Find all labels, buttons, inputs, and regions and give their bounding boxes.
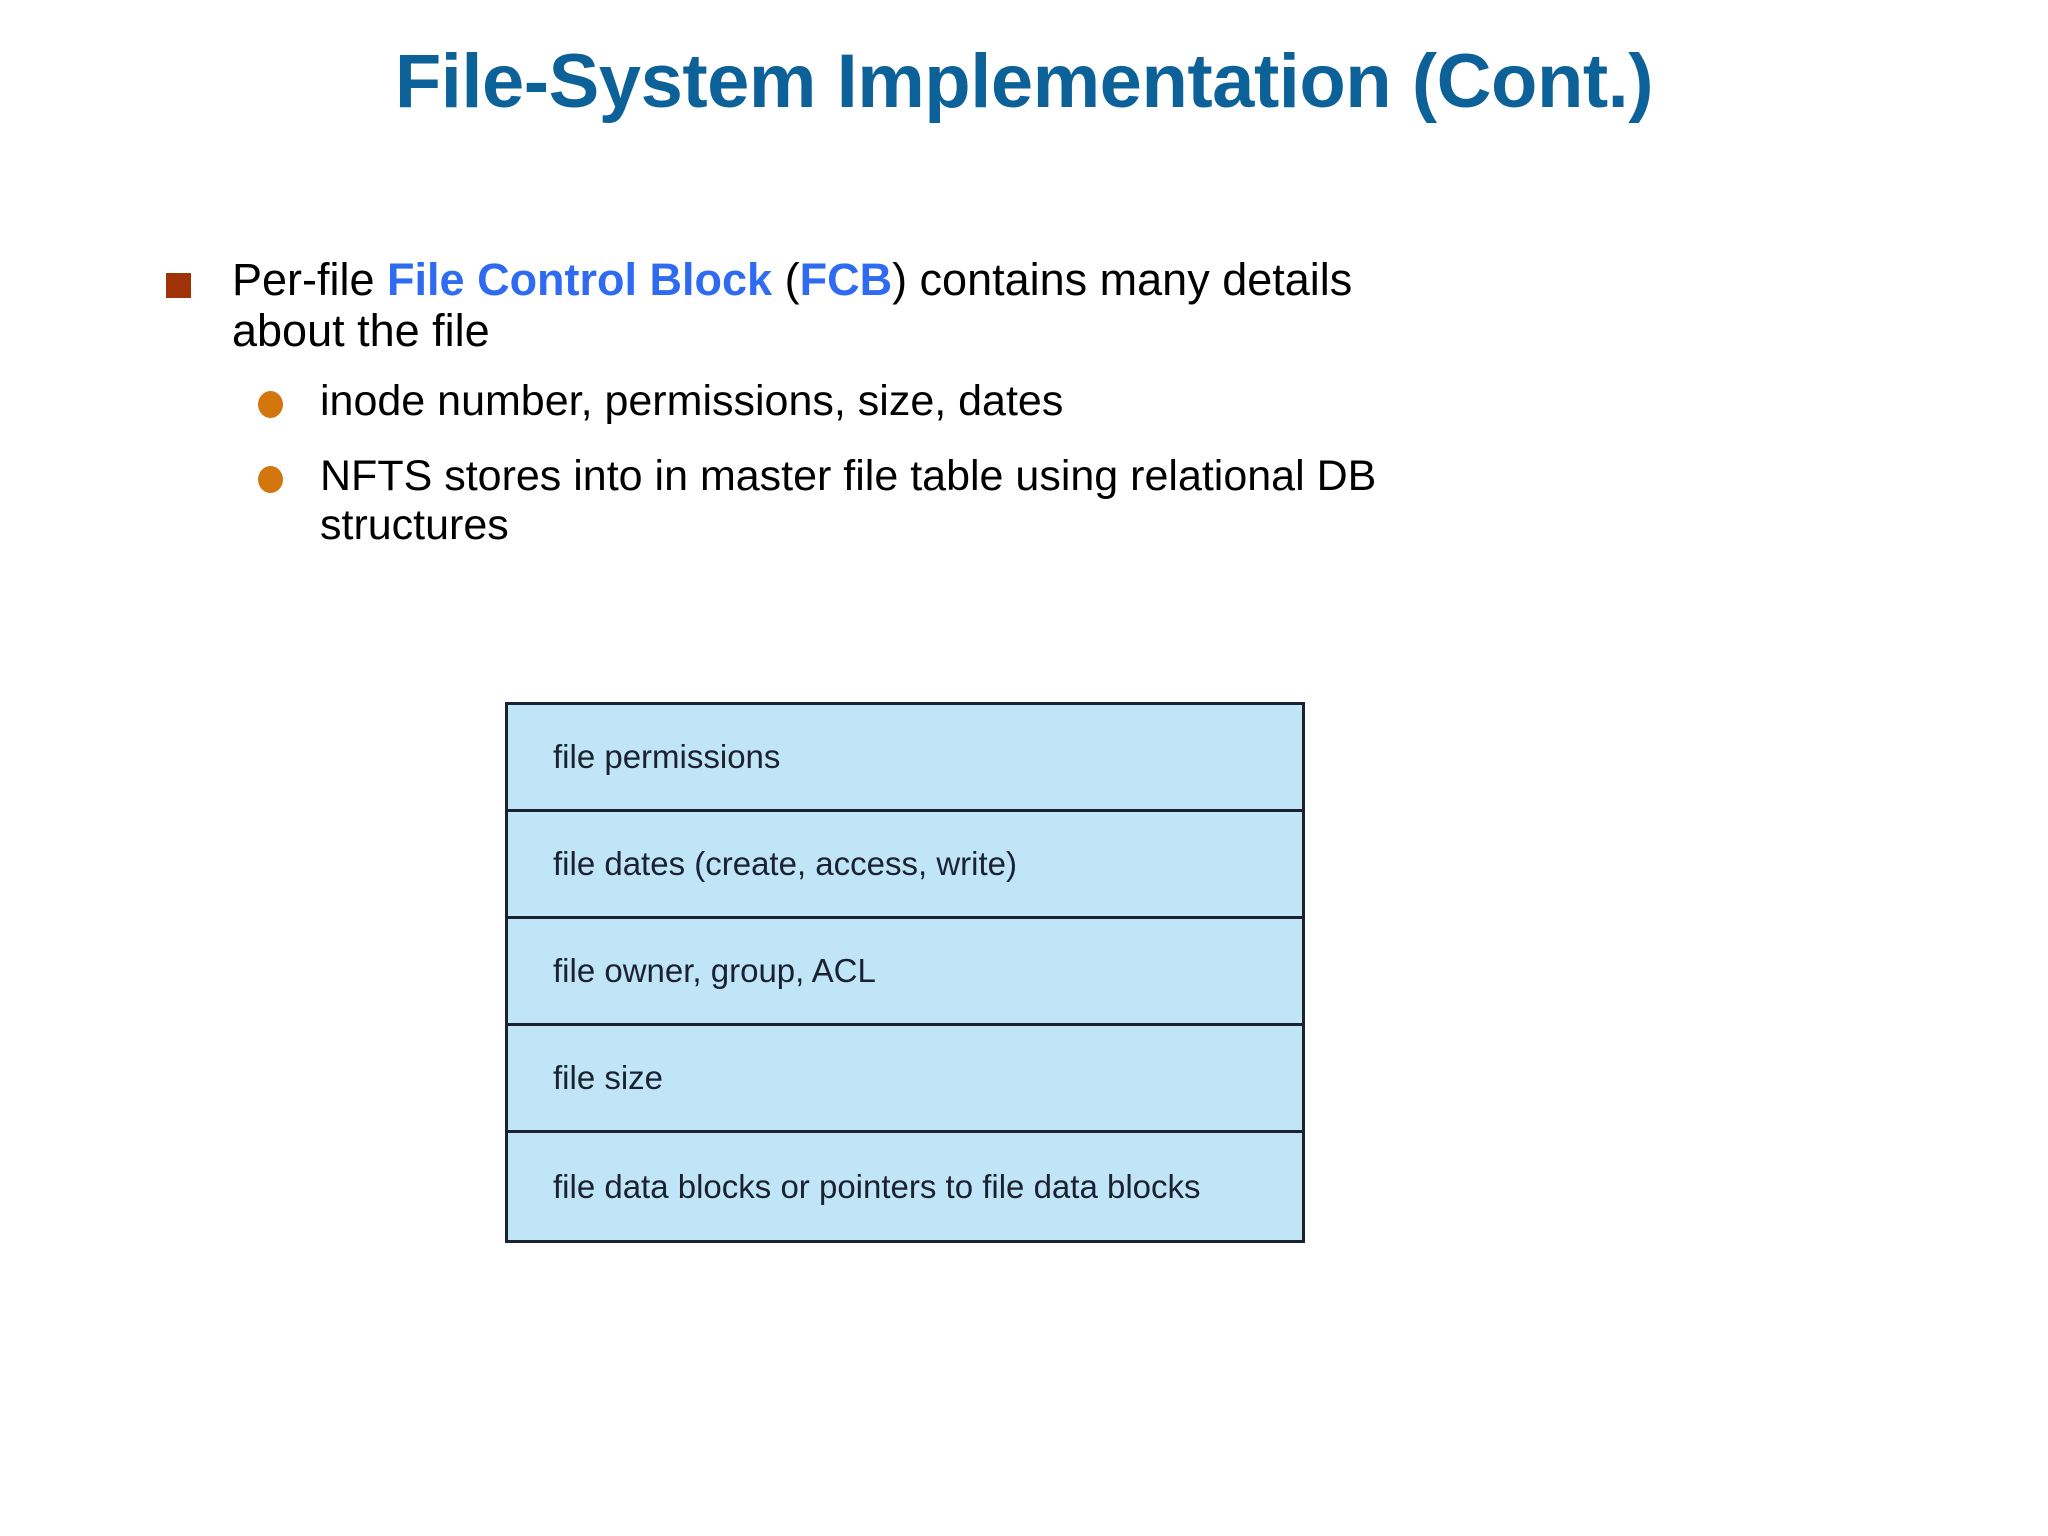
fcb-row-label: file owner, group, ACL: [553, 952, 876, 989]
round-bullet-icon: [258, 465, 283, 493]
fcb-row-size: file size: [508, 1026, 1302, 1133]
page-title: File-System Implementation (Cont.): [394, 39, 1654, 124]
sub-bullet-item-nfts: NFTS stores into in master file table us…: [240, 452, 1430, 552]
bullet-segment-suffix: ) contains many details about the file: [232, 254, 1353, 356]
fcb-row-label: file permissions: [553, 738, 781, 775]
bullet-segment-open-paren: (: [772, 254, 800, 305]
bullet-segment-fcb-abbrev: FCB: [799, 254, 893, 305]
bullet-segment-prefix: Per-file: [232, 254, 388, 305]
sub-bullet-label: NFTS stores into in master file table us…: [320, 451, 1377, 550]
sub-bullet-item-inode: inode number, permissions, size, dates: [240, 377, 1430, 427]
fcb-row-label: file data blocks or pointers to file dat…: [553, 1167, 1201, 1205]
fcb-row-data-blocks: file data blocks or pointers to file dat…: [508, 1133, 1302, 1240]
square-bullet-icon: [166, 273, 191, 298]
bullet-segment-file-control-block: File Control Block: [387, 254, 773, 305]
sub-bullet-label: inode number, permissions, size, dates: [320, 376, 1064, 425]
bullet-text-fcb: Per-file File Control Block (FCB) contai…: [232, 254, 1352, 356]
fcb-row-permissions: file permissions: [508, 705, 1302, 812]
fcb-row-label: file size: [553, 1059, 664, 1096]
bullet-item-fcb: Per-file File Control Block (FCB) contai…: [150, 254, 1422, 357]
slide-body: Per-file File Control Block (FCB) contai…: [150, 254, 1910, 576]
fcb-row-label: file dates (create, access, write): [553, 845, 1017, 882]
fcb-row-dates: file dates (create, access, write): [508, 812, 1302, 919]
fcb-row-owner-group-acl: file owner, group, ACL: [508, 919, 1302, 1026]
fcb-diagram: file permissions file dates (create, acc…: [505, 702, 1305, 1243]
sub-bullet-list: inode number, permissions, size, dates N…: [150, 377, 1910, 552]
round-bullet-icon: [258, 390, 283, 418]
